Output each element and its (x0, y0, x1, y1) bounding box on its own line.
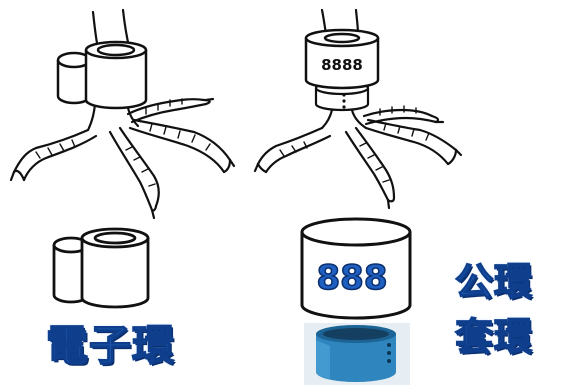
electronic-ring-on-leg (56, 40, 148, 110)
public-ring-digits: 888 (317, 258, 388, 298)
electronic-ring-standalone (52, 227, 150, 309)
electronic-ring-label: 電子環 (45, 321, 176, 370)
public-ring-standalone (300, 217, 412, 320)
sleeve-ring-standalone (304, 323, 410, 385)
sleeve-ring-label: 套環 (454, 315, 534, 359)
public-ring-on-leg (304, 28, 380, 90)
public-ring-label: 公環 (454, 260, 534, 304)
left-bird-leg (9, 8, 236, 220)
public-ring-on-leg-digits: 8888 (321, 56, 363, 74)
